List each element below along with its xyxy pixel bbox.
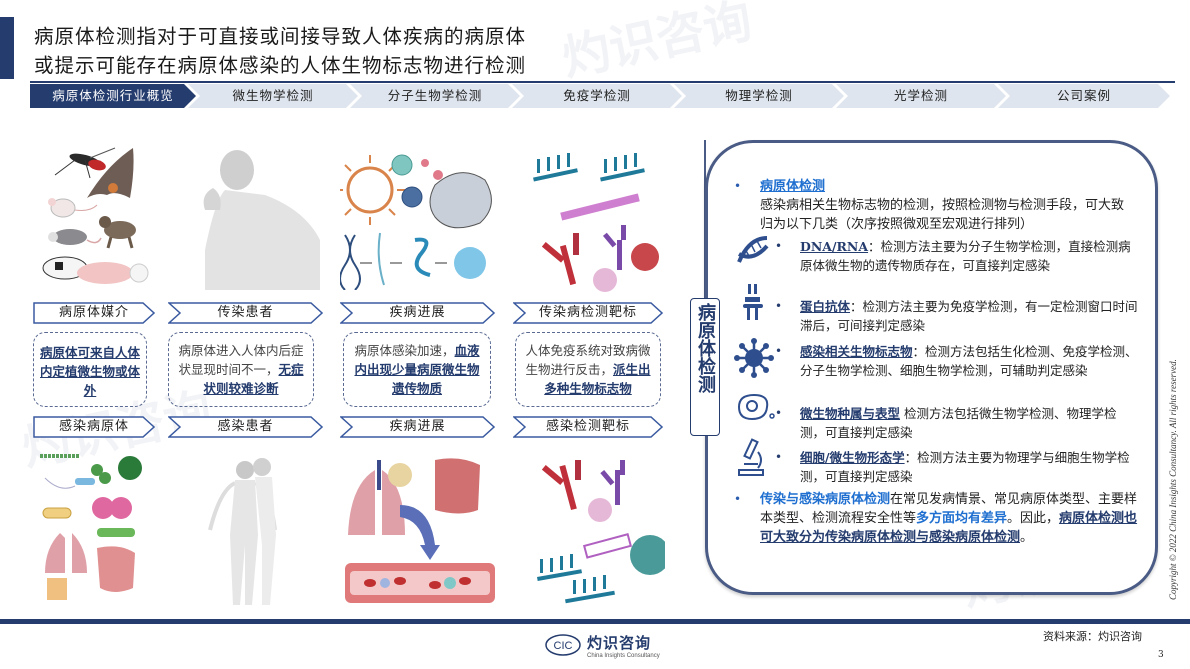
watermark: 灼识咨询 (557, 0, 757, 88)
desc-infectious-disease-target: 人体免疫系统对致病微生物进行反击，派生出多种生物标志物 (515, 332, 661, 407)
bullet-dot: • (734, 179, 742, 193)
vertical-label-text: 病原体检测 (695, 303, 716, 393)
detection-summary-panel (705, 140, 1158, 595)
bullet-infectious-vs-infection-detection: • 传染与感染病原体检测在常见发病情景、常见病原体类型、主要样本类型、检测流程安… (734, 492, 1138, 545)
lungs-icon (45, 533, 87, 573)
logo-cn-text: 灼识咨询 (587, 633, 652, 652)
bat-icon (87, 148, 134, 198)
human-body-illustration (208, 458, 277, 605)
antibodies-biomarkers-illustration-2 (537, 460, 665, 604)
virus-icon (340, 155, 405, 225)
label-infectious-pathogen: 感染病原体 (33, 416, 155, 438)
coughing-patient-illustration (203, 150, 320, 290)
tab-physics[interactable]: 物理学检测 (674, 84, 844, 108)
microscope-icon (738, 438, 764, 476)
antibody-icon (541, 233, 579, 286)
tab-company-cases[interactable]: 公司案例 (998, 84, 1170, 108)
antibody-icon (743, 284, 763, 320)
title-accent-bar (0, 17, 14, 79)
intestine-icon (97, 546, 135, 592)
item-microbe-species-phenotype: • 微生物种属与表型 检测方法包括微生物学检测、物理学检测，可直接判定感染 (775, 406, 1117, 440)
copyright-notice: Copyright © 2022 China Insights Consulta… (1168, 359, 1178, 600)
label-disease-progress: 疾病进展 (340, 302, 495, 324)
logo-en-text: China Insights Consultancy (587, 652, 660, 659)
dna-icon (737, 236, 769, 263)
label-infectious-patient: 传染患者 (168, 302, 323, 324)
virus-dna-protein-illustration (340, 154, 492, 290)
tab-microbiology[interactable]: 微生物学检测 (188, 84, 358, 108)
livestock-icon (42, 256, 149, 284)
label-infected-patient: 感染患者 (168, 416, 323, 438)
virus-icon (734, 338, 774, 378)
bullet-pathogen-detection: • 病原体检测 感染病相关生物标志物的检测，按照检测物与检测手段，可大致归为以下… (734, 179, 1125, 232)
monkey-icon (99, 216, 136, 249)
company-logo: CIC 灼识咨询 China Insights Consultancy (545, 630, 660, 660)
desc-pathogen-vector: 病原体可来自人体内定植微生物或体外 (33, 332, 147, 407)
tab-molecular-biology[interactable]: 分子生物学检测 (350, 84, 520, 108)
section-nav: 病原体检测行业概览 微生物学检测 分子生物学检测 免疫学检测 物理学检测 光学检… (30, 81, 1175, 108)
desc-disease-progress: 病原体感染加速，血液内出现少量病原微生物遗传物质 (343, 332, 491, 407)
tab-optics[interactable]: 光学检测 (836, 84, 1006, 108)
label-disease-progress-2: 疾病进展 (340, 416, 495, 438)
tab-overview[interactable]: 病原体检测行业概览 (30, 84, 196, 108)
label-infection-target: 感染检测靶标 (513, 416, 663, 438)
organs-to-bloodstream-illustration (345, 458, 495, 603)
title-line-1: 病原体检测指对于可直接或间接导致人体疾病的病原体 (34, 25, 527, 48)
footer-bar (0, 619, 1190, 624)
dna-icon (340, 234, 361, 290)
item-cell-morphology: • 细胞/微生物形态学：检测方法主要为物理学与细胞生物学检测，可直接判定感染 (775, 450, 1130, 484)
item-infection-biomarkers: • 感染相关生物标志物：检测方法包括生化检测、免疫学检测、分子生物学检测、细胞生… (775, 344, 1138, 378)
cell-icon (737, 393, 775, 421)
skin-icon (47, 578, 67, 600)
label-infectious-disease-target: 传染病检测靶标 (513, 302, 663, 324)
item-dna-rna: • DNA/RNA：检测方法主要为分子生物学检测，直接检测病原体微生物的遗传物质… (775, 239, 1131, 273)
vertical-label-pathogen-detection: 病原体检测 (690, 298, 720, 436)
desc-infectious-patient: 病原体进入人体内后症状显现时间不一，无症状则较难诊断 (168, 332, 314, 407)
tab-immunology[interactable]: 免疫学检测 (512, 84, 682, 108)
antibodies-biomarkers-illustration (533, 153, 659, 292)
pathogens-and-organs-illustration (40, 454, 142, 600)
page-number: 3 (1158, 650, 1164, 660)
source-note: 资料来源：灼识咨询 (1043, 630, 1142, 643)
bullet-dot: • (734, 492, 742, 506)
mosquito-icon (54, 147, 116, 179)
opossum-icon (48, 229, 102, 245)
svg-text:CIC: CIC (554, 640, 573, 652)
bacteria-icon (40, 454, 142, 537)
mouse-icon (48, 198, 98, 218)
item-protein-antibody: • 蛋白抗体：检测方法主要为免疫学检测，有一定检测窗口时间滞后，可间接判定感染 (775, 299, 1138, 333)
page-title: 病原体检测指对于可直接或间接导致人体疾病的病原体 或提示可能存在病原体感染的人体… (34, 22, 526, 80)
title-line-2: 或提示可能存在病原体感染的人体生物标志物进行检测 (34, 54, 527, 77)
animal-vectors-illustration (42, 147, 149, 284)
label-pathogen-vector: 病原体媒介 (33, 302, 155, 324)
cic-logo-icon: CIC (545, 634, 581, 656)
